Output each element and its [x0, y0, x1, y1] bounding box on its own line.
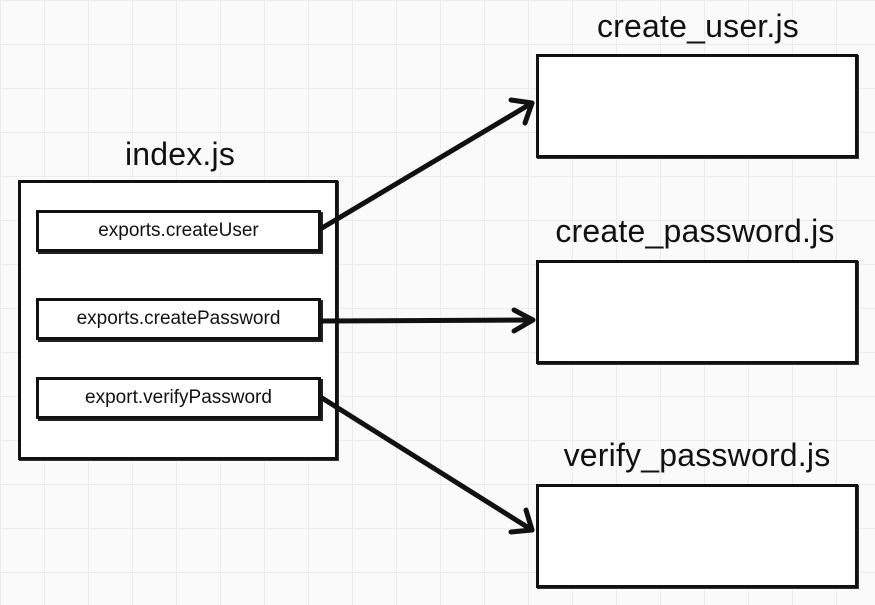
- index-title: index.js: [124, 136, 236, 172]
- create-user-title: create_user.js: [596, 8, 800, 44]
- verify-password-title: verify_password.js: [563, 437, 831, 473]
- create-password-box: [536, 260, 858, 364]
- arrow-to-create-user: [319, 97, 535, 231]
- arrow-to-verify-password: [319, 395, 535, 535]
- verify-password-box: [536, 484, 858, 588]
- create-user-box: [536, 54, 858, 158]
- arrow-to-create-password: [319, 307, 536, 334]
- create-password-title: create_password.js: [555, 213, 835, 249]
- export-create-password: exports.createPassword: [36, 298, 321, 340]
- export-create-user: exports.createUser: [36, 210, 321, 252]
